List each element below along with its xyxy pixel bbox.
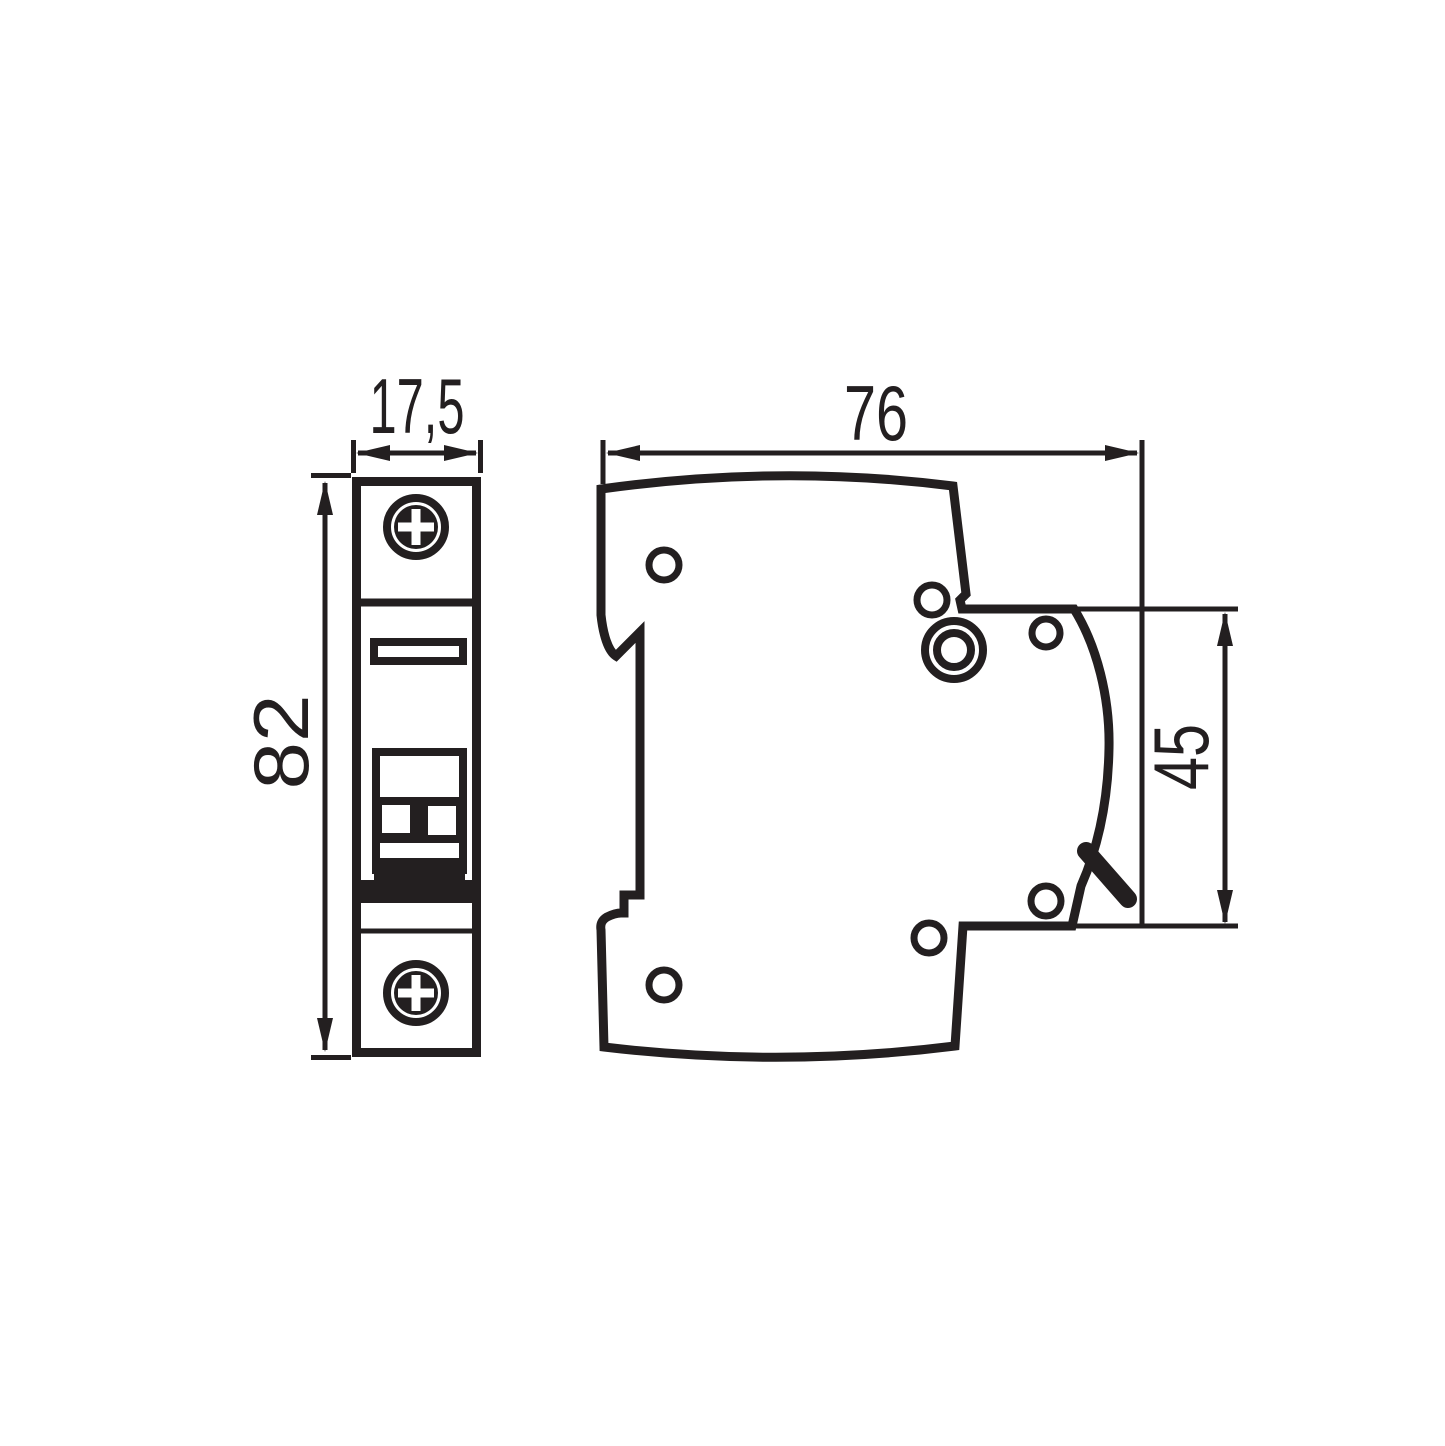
front-view xyxy=(352,477,481,1057)
dimension-front-height: 82 xyxy=(237,473,351,1060)
arrowhead-left-icon xyxy=(356,445,390,461)
rivet-hole-icon xyxy=(1028,615,1064,651)
rivet-hole-icon xyxy=(1027,882,1065,920)
phillips-cross-icon xyxy=(411,509,421,545)
toggle-lever xyxy=(1077,842,1137,908)
arrowhead-right-icon xyxy=(1105,445,1139,461)
side-view xyxy=(596,471,1137,1062)
arrowhead-down-icon xyxy=(1217,890,1233,924)
switch-window-right xyxy=(428,806,456,835)
marking-window xyxy=(370,638,467,665)
arrowhead-right-icon xyxy=(444,445,478,461)
dim-label-side-face-height: 45 xyxy=(1137,724,1225,790)
top-terminal-screw xyxy=(383,494,449,560)
switch-base-wide-bar xyxy=(361,880,473,903)
arrowhead-left-icon xyxy=(606,445,640,461)
rivet-hole-icon xyxy=(645,546,683,584)
arrowhead-up-icon xyxy=(1217,612,1233,646)
rivet-hole-icon xyxy=(645,966,683,1004)
dimension-side-depth: 76 xyxy=(600,369,1145,926)
dimension-front-width: 17,5 xyxy=(351,362,483,473)
switch-base-bar xyxy=(374,858,465,882)
arrowhead-down-icon xyxy=(317,1018,333,1052)
side-view-outline xyxy=(596,471,1114,1062)
axle-inner-ring-icon xyxy=(933,629,975,671)
switch-handle-area xyxy=(361,748,473,903)
dim-label-side-depth: 76 xyxy=(844,369,908,457)
rivet-hole-icon xyxy=(910,919,948,957)
phillips-cross-icon xyxy=(411,975,421,1011)
bottom-terminal-screw xyxy=(383,960,449,1026)
rivet-hole-icon xyxy=(913,581,951,619)
dimension-side-face-height: 45 xyxy=(1072,606,1238,929)
dim-label-front-width: 17,5 xyxy=(370,362,465,450)
arrowhead-up-icon xyxy=(317,481,333,515)
switch-window-left xyxy=(382,805,410,833)
dim-label-front-height: 82 xyxy=(237,695,325,790)
